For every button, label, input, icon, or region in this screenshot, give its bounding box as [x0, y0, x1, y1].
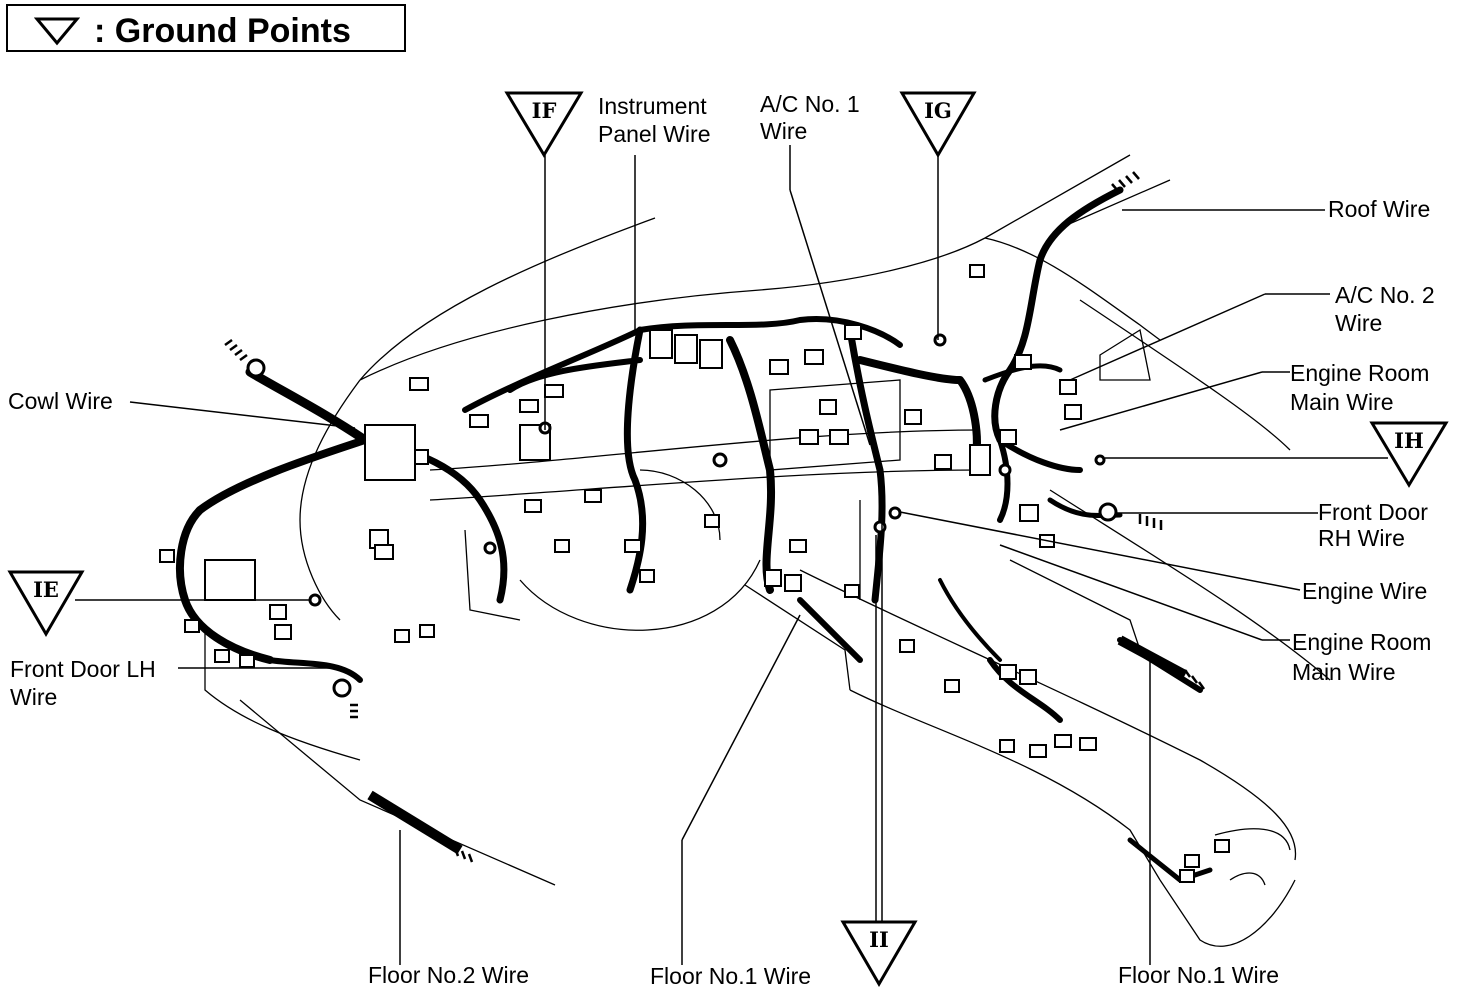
label-ac1-wire-line1: A/C No. 1 — [760, 91, 860, 117]
ground-triangle-icon — [899, 91, 977, 158]
label-ac1-wire-line2: Wire — [760, 118, 808, 144]
label-front-door-rh-wire-line2: RH Wire — [1318, 525, 1405, 551]
body-outline — [204, 154, 1331, 947]
label-front-door-lh-wire-line1: Front Door LH — [10, 656, 156, 682]
label-engine-room-main-wire-lower-line2: Main Wire — [1292, 659, 1396, 685]
ground-point-ig: IG — [899, 91, 977, 158]
label-engine-room-main-wire-upper-line2: Main Wire — [1290, 389, 1394, 415]
label-ac2-wire-line1: A/C No. 2 — [1335, 282, 1435, 308]
connectors — [159, 264, 1230, 883]
label-cowl-wire: Cowl Wire — [8, 388, 113, 414]
ground-point-ii-label: II — [869, 927, 889, 952]
ground-point-ih: IH — [1369, 421, 1449, 488]
label-ac2-wire-line2: Wire — [1335, 310, 1383, 336]
floor1-bundle — [1117, 635, 1188, 680]
legend-box: : Ground Points — [6, 4, 406, 52]
ground-triangle-icon — [840, 920, 918, 987]
ground-triangle-icon — [504, 91, 584, 158]
legend-title: : Ground Points — [94, 12, 351, 50]
label-front-door-lh-wire-line2: Wire — [10, 684, 58, 710]
label-floor-no1-wire-right: Floor No.1 Wire — [1118, 962, 1280, 988]
ground-point-if: IF — [504, 91, 584, 158]
ground-point-ie: IE — [7, 570, 85, 637]
label-engine-wire: Engine Wire — [1302, 578, 1428, 604]
ground-point-ig-label: IG — [924, 98, 952, 123]
ground-point-ie-label: IE — [33, 577, 59, 602]
floor2-bundle — [367, 790, 463, 855]
leader-lines — [75, 145, 1388, 965]
label-engine-room-main-wire-upper-line1: Engine Room — [1290, 360, 1430, 386]
label-floor-no1-wire-center: Floor No.1 Wire — [650, 963, 812, 989]
label-floor-no2-wire: Floor No.2 Wire — [368, 962, 530, 988]
label-instrument-panel-wire-line1: Instrument — [598, 93, 707, 119]
label-engine-room-main-wire-lower-line1: Engine Room — [1292, 629, 1432, 655]
label-roof-wire: Roof Wire — [1328, 196, 1431, 222]
ground-point-ih-label: IH — [1394, 428, 1424, 453]
label-front-door-rh-wire-line1: Front Door — [1318, 499, 1428, 525]
harness-bundles — [176, 186, 1213, 883]
ground-triangle-icon — [7, 570, 85, 637]
ground-point-ii: II — [840, 920, 918, 987]
label-instrument-panel-wire-line2: Panel Wire — [598, 121, 711, 147]
triangle-down-icon — [34, 17, 80, 46]
grommets — [246, 333, 1118, 698]
ground-triangle-icon — [1369, 421, 1449, 488]
ground-point-if-label: IF — [532, 98, 557, 123]
